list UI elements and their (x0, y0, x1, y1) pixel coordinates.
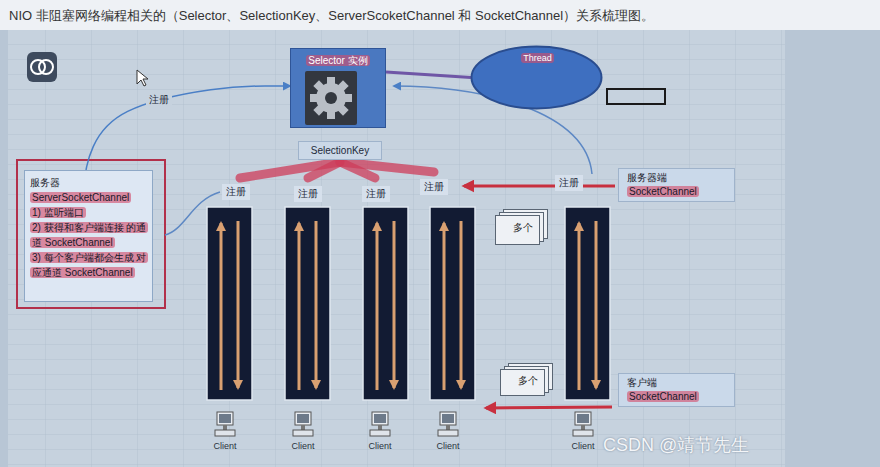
register-label: 注册 (555, 175, 583, 191)
text-line: Thread (476, 52, 599, 64)
title-band (0, 0, 880, 30)
text-line: 1) 监听端口 (30, 205, 147, 220)
client-label: Client (571, 441, 594, 451)
text-wrap: 服务器端 SocketChannel (619, 169, 734, 201)
text-wrap: 服务器 ServerSocketChannel 1) 监听端口 2) 获得和客户端连接… (25, 171, 152, 284)
client-computers (215, 412, 593, 436)
client-label-text: Client (436, 441, 459, 451)
text-line: SocketChannel (627, 390, 726, 404)
text-wrap: Selector 实例 (291, 49, 385, 67)
watermark: CSDN @靖节先生 (603, 433, 749, 457)
text-line: 2) 获得和客户端连接 的通道 SocketChannel (30, 220, 147, 250)
title-text: NIO 非阻塞网络编程相关的（Selector、SelectionKey、Ser… (9, 8, 654, 23)
register-label: 注册 (362, 186, 390, 202)
client-label: Client (368, 441, 391, 451)
paper-stack: 多个 (495, 209, 551, 246)
text-wrap: SelectionKey (299, 142, 381, 159)
grid (8, 30, 785, 467)
node-text: 3) 每个客户端都会生成 对应通道 SocketChannel (30, 252, 148, 278)
server-channel-box: 服务器 ServerSocketChannel 1) 监听端口 2) 获得和客户端连接… (24, 170, 153, 302)
text-line: SocketChannel (627, 185, 726, 199)
canvas-ground (8, 30, 785, 467)
title: NIO 非阻塞网络编程相关的（Selector、SelectionKey、Ser… (9, 7, 654, 25)
client-label: Client (213, 441, 236, 451)
node-text: 2) 获得和客户端连接 的通道 SocketChannel (30, 222, 148, 248)
register-label: 注册 (222, 184, 250, 200)
selector-box: Selector 实例 (290, 48, 386, 128)
text-line: 服务器 (30, 175, 147, 190)
register-label-text: 注册 (298, 188, 318, 199)
register-label-text: 注册 (559, 177, 579, 188)
node-text: 服务器 (30, 177, 60, 188)
node-text: 服务器端 (627, 172, 667, 183)
text-line: 客户端 (627, 376, 726, 390)
text-line: 多个 (504, 374, 552, 387)
text-line: 服务器端 (627, 171, 726, 185)
node-text: ServerSocketChannel (30, 192, 131, 203)
client-label: Client (291, 441, 314, 451)
node-text: SocketChannel (627, 391, 699, 402)
node-text: 多个 (513, 222, 533, 233)
register-label-text: 注册 (366, 188, 386, 199)
cursor (137, 70, 148, 86)
client-label-text: Client (291, 441, 314, 451)
client-label-text: Client (368, 441, 391, 451)
text-line: ServerSocketChannel (30, 190, 147, 205)
node-text: Thread (521, 53, 554, 63)
text-wrap: 客户端 SocketChannel (619, 374, 734, 406)
text-line: 多个 (499, 221, 547, 234)
red-arrow (464, 185, 615, 188)
register-label-text: 注册 (226, 186, 246, 197)
thread-ellipse: Thread (470, 45, 605, 110)
register-label: 注册 (294, 186, 322, 202)
register-label-text: 注册 (424, 181, 444, 192)
client-label-text: Client (571, 441, 594, 451)
connector (386, 72, 471, 78)
node-text: SocketChannel (627, 186, 699, 197)
paper-stack: 多个 (500, 363, 556, 397)
selectionkey-box: SelectionKey (298, 141, 382, 160)
empty-rect (607, 89, 665, 104)
server-socketchannel-box: 服务器端 SocketChannel (618, 168, 735, 202)
text-wrap: Thread (470, 45, 605, 64)
connector (86, 86, 290, 170)
node-text: 多个 (518, 375, 538, 386)
server-frame (17, 160, 165, 308)
channel-bars (207, 207, 610, 400)
gear-icon (305, 71, 357, 125)
text-line: 3) 每个客户端都会生成 对应通道 SocketChannel (30, 250, 147, 280)
red-arrow (486, 407, 612, 408)
node-text: 1) 监听端口 (30, 207, 86, 218)
highlight-fan (240, 162, 434, 178)
node-text: Selector 实例 (306, 55, 369, 66)
edge-label: 注册 (146, 92, 172, 108)
text-line: SelectionKey (302, 144, 378, 157)
client-label: Client (436, 441, 459, 451)
client-label-text: Client (213, 441, 236, 451)
client-socketchannel-box: 客户端 SocketChannel (618, 373, 735, 407)
brain-icon (27, 52, 57, 82)
edge-label-text: 注册 (149, 94, 169, 105)
node-text: SelectionKey (311, 145, 369, 156)
text-wrap: 多个 (495, 209, 551, 234)
text-wrap: 多个 (500, 363, 556, 387)
register-label: 注册 (420, 179, 448, 195)
watermark-text: CSDN @靖节先生 (603, 435, 749, 455)
node-text: 客户端 (627, 377, 657, 388)
text-line: Selector 实例 (294, 54, 382, 67)
